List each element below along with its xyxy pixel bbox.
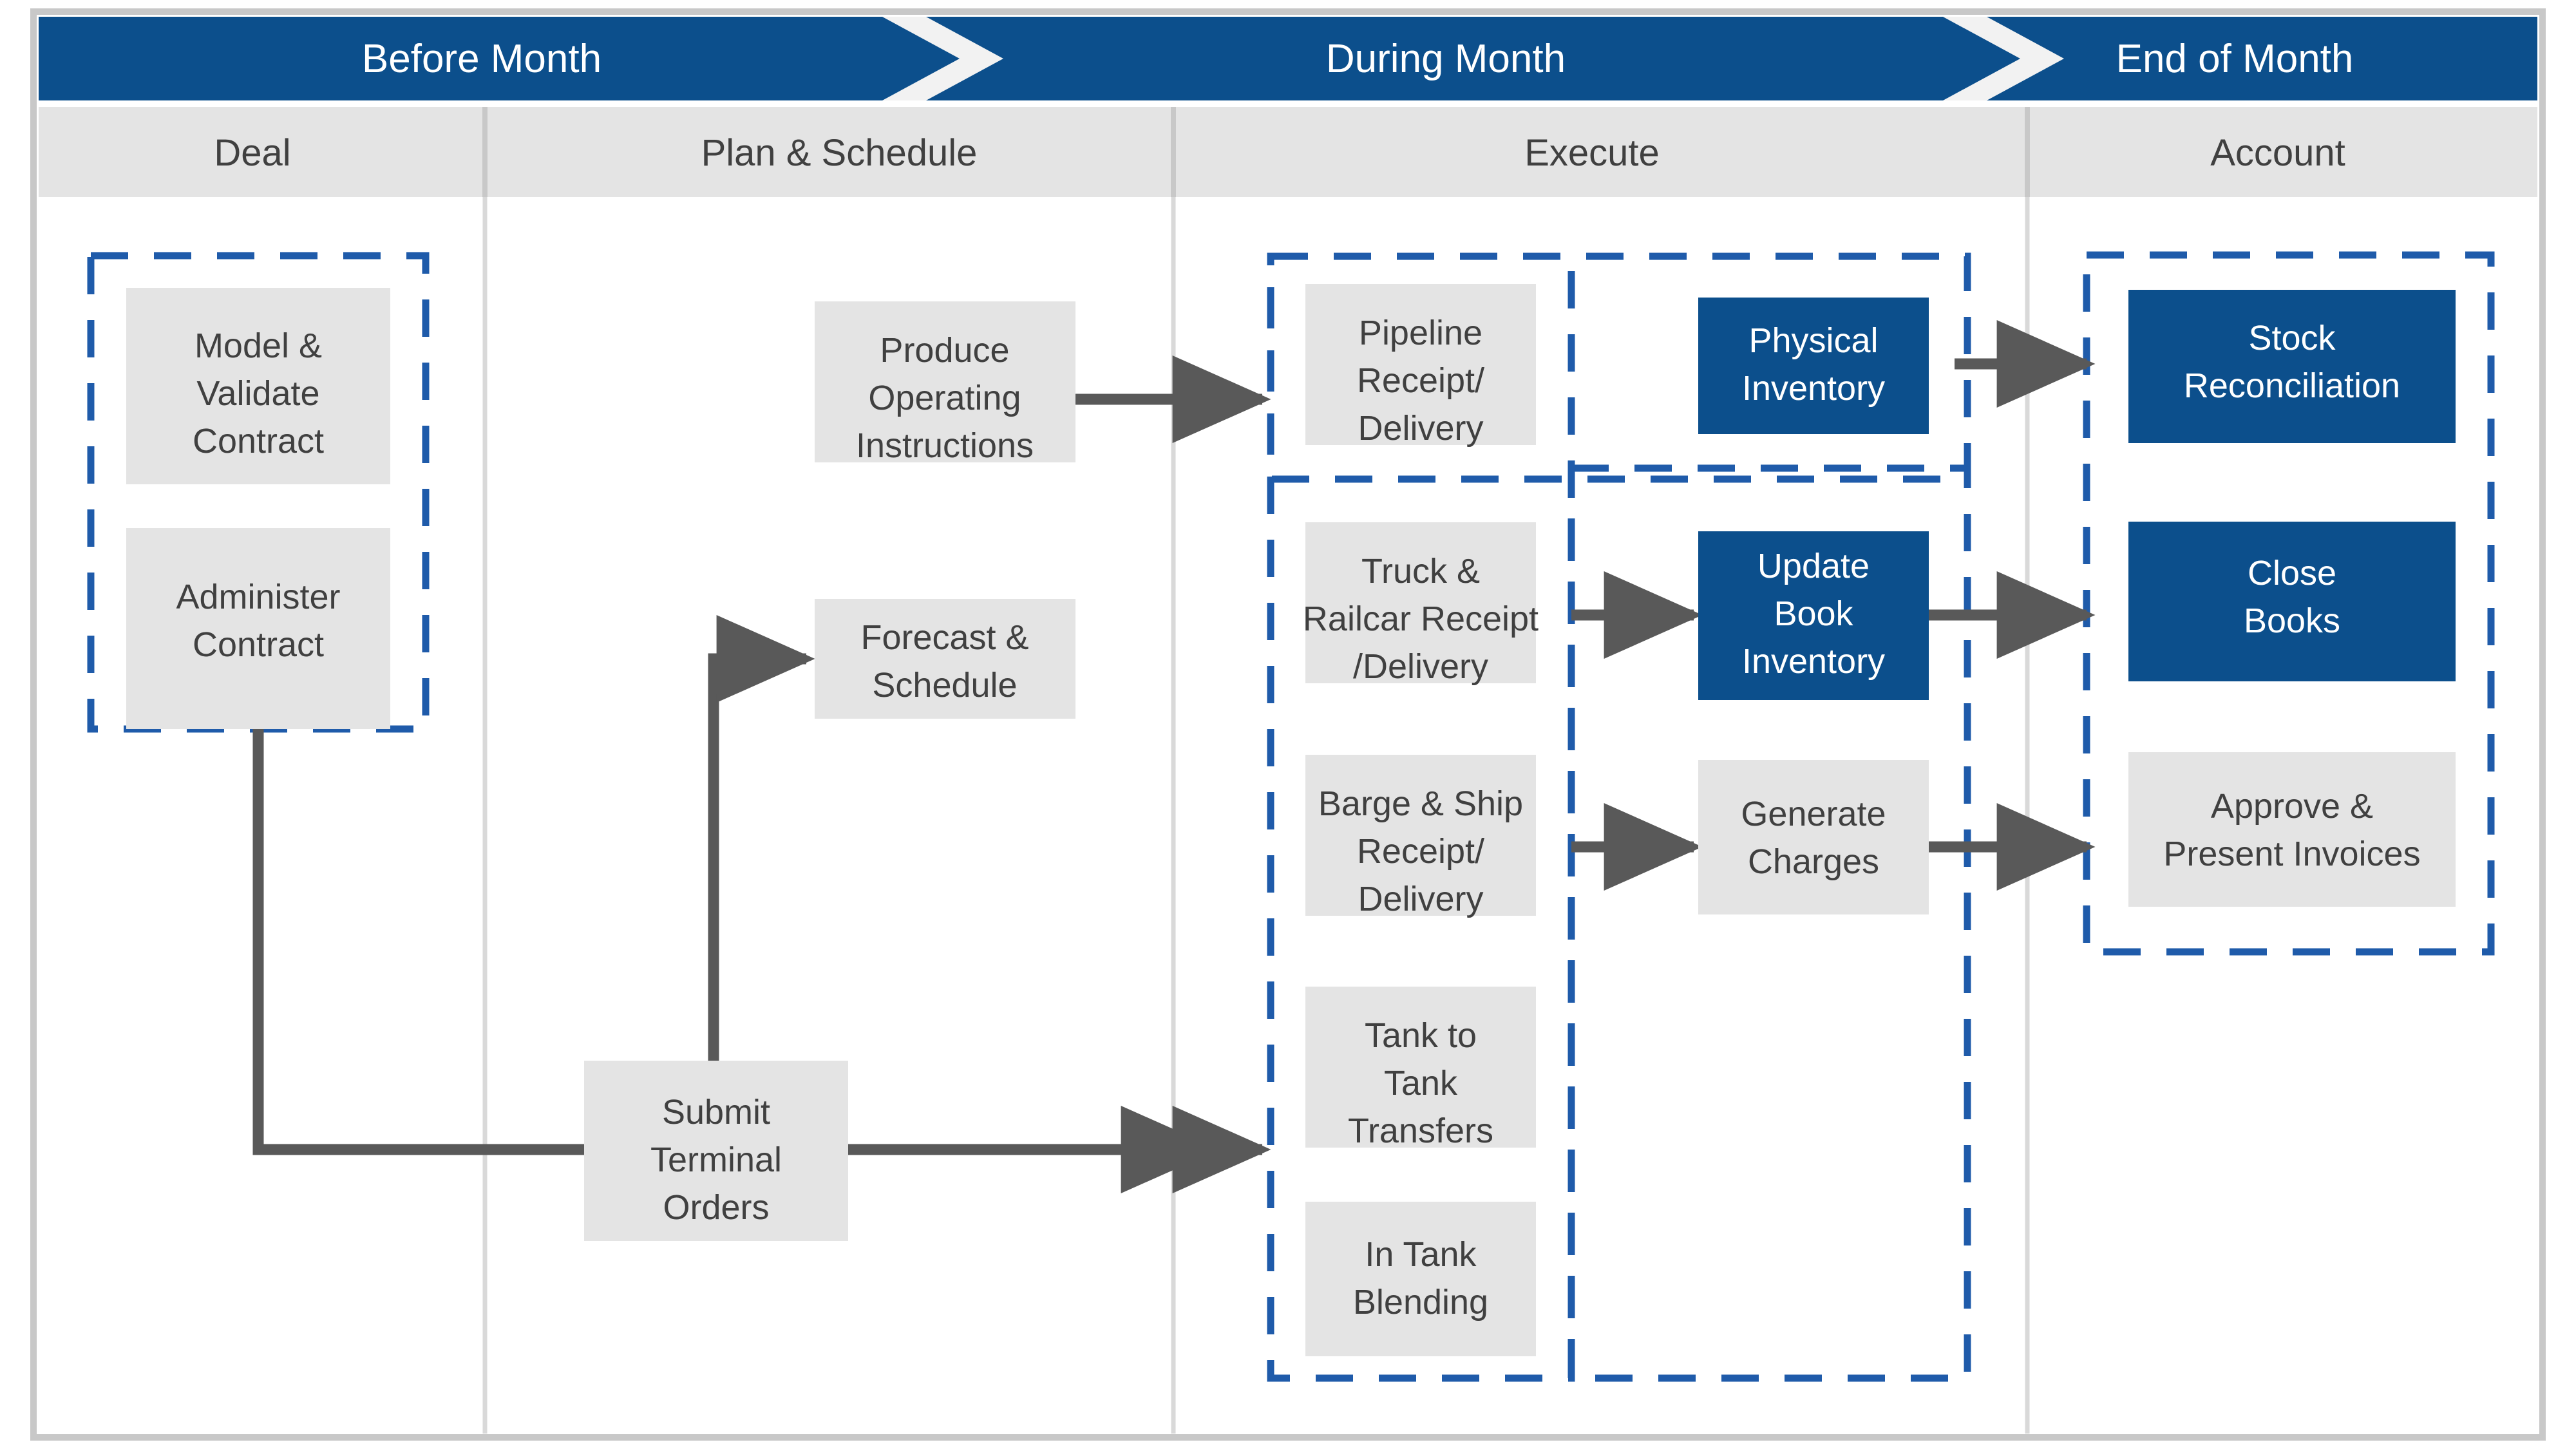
node-line: Validate [196, 374, 319, 413]
node-pipeline-receipt-delivery[interactable]: Pipeline Receipt/ Delivery [1305, 284, 1536, 448]
node-box[interactable] [1305, 755, 1536, 916]
node-line: Update [1757, 547, 1870, 585]
node-box[interactable] [2128, 752, 2456, 907]
node-line: Railcar Receipt [1303, 600, 1539, 638]
group-box-execute-inventory [1567, 464, 1971, 1382]
node-in-tank-blending[interactable]: In Tank Blending [1305, 1202, 1536, 1356]
phase-label-during-month: During Month [1326, 37, 1566, 81]
node-stock-reconciliation[interactable]: Stock Reconciliation [2128, 290, 2456, 443]
node-truck-railcar-receipt-delivery[interactable]: Truck & Railcar Receipt /Delivery [1303, 522, 1539, 686]
node-line: Approve & [2211, 787, 2373, 826]
node-line: Operating [868, 379, 1021, 417]
column-label-execute: Execute [1524, 132, 1660, 174]
node-line: Forecast & [860, 618, 1028, 657]
node-box[interactable] [1305, 1202, 1536, 1356]
node-line: Terminal [650, 1141, 782, 1179]
node-line: Books [2244, 601, 2340, 640]
node-line: Tank [1384, 1064, 1458, 1103]
node-line: Generate [1741, 795, 1886, 833]
node-line: Delivery [1358, 409, 1483, 448]
chevron-right-icon [1943, 17, 2064, 100]
node-model-validate-contract[interactable]: Model & Validate Contract [126, 288, 390, 484]
node-barge-ship-receipt-delivery[interactable]: Barge & Ship Receipt/ Delivery [1305, 755, 1536, 918]
node-line: Receipt/ [1357, 361, 1484, 400]
node-close-books[interactable]: Close Books [2128, 522, 2456, 681]
node-box[interactable] [584, 1061, 848, 1241]
node-line: Pipeline [1359, 314, 1482, 352]
node-line: Instructions [856, 426, 1034, 465]
node-produce-operating-instructions[interactable]: Produce Operating Instructions [815, 301, 1075, 465]
node-line: Close [2248, 554, 2336, 592]
node-administer-contract[interactable]: Administer Contract [126, 528, 390, 729]
connector-submit-orders-to-forecast-schedule [708, 615, 815, 1150]
node-line: Transfers [1348, 1112, 1493, 1150]
node-line: Submit [662, 1093, 770, 1132]
node-box[interactable] [1305, 987, 1536, 1148]
node-line: Produce [880, 331, 1009, 370]
node-approve-present-invoices[interactable]: Approve & Present Invoices [2128, 752, 2456, 907]
node-line: Book [1774, 594, 1853, 633]
column-header-band: Deal Plan & Schedule Execute Account [39, 107, 2537, 197]
node-line: Model & [194, 327, 322, 365]
node-box[interactable] [1305, 522, 1536, 683]
node-line: In Tank [1365, 1235, 1477, 1274]
node-line: Administer [176, 578, 340, 616]
phase-banner-background [39, 17, 2537, 100]
node-line: Stock [2248, 319, 2336, 357]
node-line: Truck & [1361, 552, 1480, 591]
column-label-plan-schedule: Plan & Schedule [701, 132, 978, 174]
connectors [252, 320, 2096, 1193]
node-box[interactable] [1698, 531, 1929, 700]
node-box[interactable] [126, 528, 390, 729]
node-box[interactable] [1305, 284, 1536, 445]
node-box[interactable] [1698, 760, 1929, 914]
node-line: Contract [193, 422, 324, 460]
node-forecast-schedule[interactable]: Forecast & Schedule [815, 599, 1075, 719]
column-label-account: Account [2210, 132, 2345, 174]
node-line: Barge & Ship [1318, 784, 1523, 823]
node-generate-charges[interactable]: Generate Charges [1698, 760, 1929, 914]
node-box[interactable] [815, 301, 1075, 462]
node-box[interactable] [126, 288, 390, 484]
node-update-book-inventory[interactable]: Update Book Inventory [1698, 531, 1929, 700]
node-line: Inventory [1742, 369, 1885, 408]
column-label-deal: Deal [214, 132, 290, 174]
node-line: Delivery [1358, 880, 1483, 918]
node-line: Orders [663, 1188, 769, 1227]
node-line: Present Invoices [2163, 835, 2420, 873]
node-tank-to-tank-transfers[interactable]: Tank to Tank Transfers [1305, 987, 1536, 1150]
node-line: Schedule [872, 666, 1017, 705]
group-box-execute-movements [1267, 252, 1575, 1382]
node-line: Contract [193, 625, 324, 664]
node-box[interactable] [2128, 290, 2456, 443]
node-line: Charges [1748, 842, 1879, 881]
phase-label-before-month: Before Month [362, 37, 601, 81]
node-submit-terminal-orders[interactable]: Submit Terminal Orders [584, 1061, 848, 1241]
node-line: Reconciliation [2184, 366, 2400, 405]
phase-banner: Before Month During Month End of Month [39, 17, 2537, 100]
node-line: Blending [1353, 1283, 1488, 1321]
chevron-right-icon [882, 17, 1003, 100]
column-header-background [39, 107, 2537, 197]
node-line: Physical [1748, 321, 1878, 360]
node-box[interactable] [2128, 522, 2456, 681]
phase-label-end-of-month: End of Month [2116, 37, 2354, 81]
node-physical-inventory[interactable]: Physical Inventory [1698, 298, 1929, 434]
diagram-outer-frame [30, 8, 2546, 1441]
node-box[interactable] [1698, 298, 1929, 434]
node-line: Receipt/ [1357, 832, 1484, 871]
node-line: Inventory [1742, 642, 1885, 681]
node-line: /Delivery [1353, 647, 1488, 686]
node-box[interactable] [815, 599, 1075, 719]
node-line: Tank to [1365, 1016, 1477, 1055]
